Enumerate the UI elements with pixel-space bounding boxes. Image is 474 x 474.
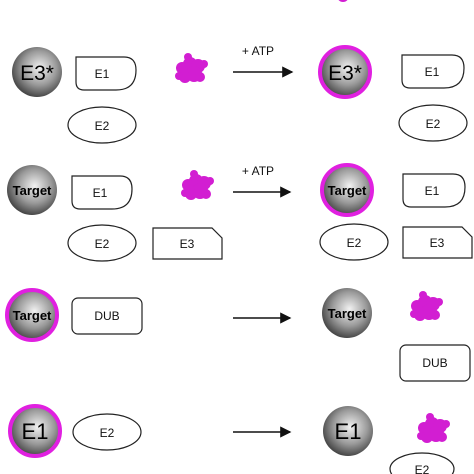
arrow: + ATP: [233, 164, 292, 198]
sphere-label: Target: [13, 183, 52, 198]
e2-label: E2: [415, 463, 430, 474]
sphere-target-left: Target: [7, 165, 57, 215]
sphere-e1-left-ubiquitinated: E1: [8, 404, 62, 458]
e1-label: E1: [425, 184, 440, 198]
e2-shape: E2: [67, 224, 137, 262]
e1-shape: E1: [401, 54, 465, 89]
e1-shape: E1: [75, 56, 137, 91]
sphere-label: E3*: [328, 62, 362, 85]
ubiquitin-icon-partial: [338, 0, 348, 2]
sphere-target-left-ubiquitinated: Target: [5, 288, 59, 342]
reaction-row-1: E3* E1 E2 + ATP E3* E1 E2: [12, 44, 468, 144]
sphere-label: E1: [22, 419, 49, 444]
e2-shape: E2: [67, 106, 137, 144]
e2-shape: E2: [398, 104, 468, 142]
ubiquitin-icon: [417, 413, 450, 443]
e3-shape: E3: [152, 227, 223, 260]
e2-label: E2: [347, 236, 362, 250]
e3-label: E3: [430, 236, 445, 250]
e2-shape: E2: [72, 413, 142, 451]
sphere-e3-star-right-ubiquitinated: E3*: [318, 45, 372, 99]
ubiquitin-icon: [410, 291, 443, 321]
sphere-label: Target: [13, 308, 52, 323]
sphere-label: E1: [335, 419, 362, 444]
arrow: + ATP: [233, 44, 294, 78]
sphere-label: E3*: [20, 62, 54, 85]
reaction-row-3: Target DUB Target DUB: [5, 288, 471, 382]
e2-label: E2: [95, 119, 110, 133]
e1-label: E1: [95, 67, 110, 81]
e1-label: E1: [93, 186, 108, 200]
e3-shape: E3: [402, 226, 473, 259]
ubiquitin-icon: [175, 53, 208, 83]
dub-shape: DUB: [71, 297, 143, 335]
ubiquitin-icon: [181, 170, 214, 200]
reaction-row-4: E1 E2 E1 E2: [8, 404, 455, 474]
sphere-target-right-ubiquitinated: Target: [320, 163, 374, 217]
dub-label: DUB: [422, 356, 447, 370]
e3-label: E3: [180, 237, 195, 251]
e2-label: E2: [95, 237, 110, 251]
e2-shape-partial: E2: [389, 452, 455, 474]
sphere-e1-right: E1: [323, 406, 373, 456]
e2-label: E2: [100, 426, 115, 440]
sphere-label: Target: [328, 183, 367, 198]
sphere-e3-star-left: E3*: [12, 47, 62, 97]
sphere-label: Target: [328, 306, 367, 321]
e1-shape: E1: [71, 175, 133, 210]
e2-shape: E2: [319, 223, 389, 261]
arrow-label: + ATP: [242, 164, 274, 178]
dub-shape: DUB: [399, 344, 471, 382]
sphere-target-right: Target: [322, 288, 372, 338]
e1-shape: E1: [402, 173, 466, 208]
dub-label: DUB: [94, 309, 119, 323]
e1-label: E1: [425, 65, 440, 79]
e2-label: E2: [426, 117, 441, 131]
reaction-row-2: Target E1 + ATP E2 E3 Target E1 E2: [7, 163, 473, 262]
arrow-label: + ATP: [242, 44, 274, 58]
